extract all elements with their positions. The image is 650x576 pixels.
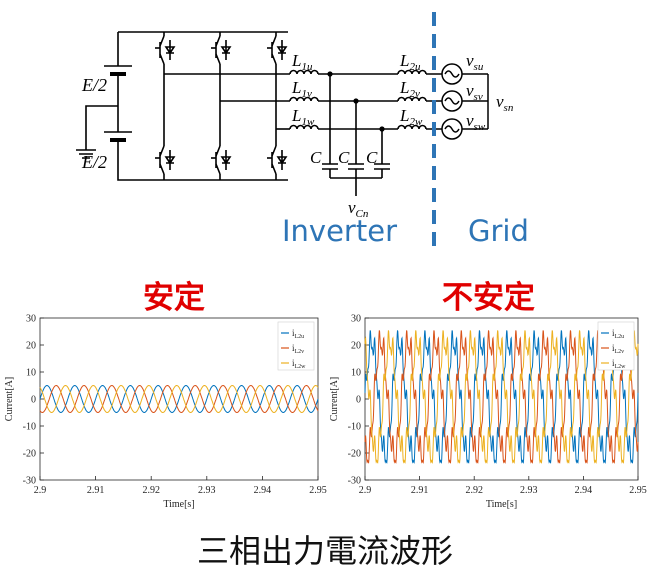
dc-lower-label: E/2: [81, 152, 107, 172]
ac-source-icon: [441, 90, 488, 112]
battery-lower-icon: [104, 131, 132, 146]
filter-capacitor-icon: [348, 98, 364, 178]
x-tick-label: 2.93: [520, 485, 538, 496]
legend-label: iL2w: [292, 358, 306, 370]
upper-igbt-icon: [155, 35, 176, 65]
y-tick-label: -10: [23, 422, 36, 433]
stable-current-chart: 2.9 2.91 2.92 2.93 2.94 2.95 -30 -20 -10 0 10 20 30T…: [4, 314, 327, 511]
chart-legend: iL2u iL2v iL2w: [277, 321, 315, 371]
source-label-sw: vsw: [466, 111, 486, 133]
inductor-label-2w: L2w: [399, 106, 423, 128]
capacitor-label-3: C: [366, 148, 378, 167]
legend-label: iL2v: [292, 343, 304, 355]
y-tick-label: 20: [351, 341, 361, 352]
y-axis-label: Current[A]: [329, 377, 340, 421]
y-axis-label: Current[A]: [4, 377, 15, 421]
legend-label: iL2v: [612, 343, 624, 355]
capacitor-label-2: C: [338, 148, 350, 167]
x-tick-label: 2.95: [629, 485, 647, 496]
circuit-diagram: E/2 E/2 L1u L1v L1w L2u L2v L2w C C C vC…: [76, 12, 514, 250]
series-line-iL2v: [364, 330, 639, 464]
y-tick-label: 30: [351, 314, 361, 325]
x-tick-label: 2.93: [198, 485, 216, 496]
series-line-iL2w: [364, 330, 639, 464]
y-tick-label: -30: [348, 476, 361, 487]
y-tick-label: 30: [26, 314, 36, 325]
y-tick-label: -20: [23, 449, 36, 460]
legend-label: iL2u: [292, 328, 304, 340]
inductor-label-1w: L1w: [291, 106, 315, 128]
x-tick-label: 2.94: [254, 485, 272, 496]
y-tick-label: 0: [356, 395, 361, 406]
series-line-iL2w: [39, 385, 319, 413]
legend-label: iL2u: [612, 328, 624, 340]
capacitor-neutral-wire: [330, 177, 382, 196]
inverter-inductor-icon: [289, 96, 319, 102]
ac-source-icon: [441, 63, 488, 85]
x-tick-label: 2.95: [309, 485, 327, 496]
figure-caption: 三相出力電流波形: [196, 532, 453, 570]
x-tick-label: 2.9: [34, 485, 47, 496]
grid-region-label: Grid: [468, 214, 529, 248]
x-tick-label: 2.92: [465, 485, 483, 496]
chart-legend: iL2u iL2v iL2w: [597, 321, 635, 371]
grid-inductor-icon: [397, 124, 427, 130]
y-tick-label: -30: [23, 476, 36, 487]
inverter-inductor-icon: [289, 124, 319, 130]
x-axis-label: Time[s]: [486, 499, 517, 510]
unstable-heading: 不安定: [442, 280, 535, 316]
unstable-current-chart: 2.9 2.91 2.92 2.93 2.94 2.95 -30 -20 -10 0 10 20 30T…: [329, 314, 647, 511]
dc-upper-label: E/2: [81, 75, 107, 95]
inductor-label-1v: L1v: [291, 78, 312, 100]
y-tick-label: -20: [348, 449, 361, 460]
x-tick-label: 2.92: [142, 485, 160, 496]
x-tick-label: 2.91: [411, 485, 429, 496]
x-tick-label: 2.94: [575, 485, 593, 496]
upper-igbt-icon: [267, 35, 288, 65]
legend-label: iL2w: [612, 358, 626, 370]
source-label-su: vsu: [466, 51, 484, 73]
cap-neutral-label: vCn: [348, 198, 369, 220]
inverter-inductor-icon: [289, 69, 319, 75]
series-line-iL2u: [364, 330, 639, 464]
y-tick-label: 10: [26, 368, 36, 379]
lower-igbt-icon: [211, 145, 232, 175]
y-tick-label: 10: [351, 368, 361, 379]
lower-igbt-icon: [155, 145, 176, 175]
y-tick-label: 20: [26, 341, 36, 352]
x-tick-label: 2.9: [359, 485, 372, 496]
dc-negative-rail: [117, 146, 288, 181]
filter-capacitor-icon: [322, 71, 338, 178]
battery-upper-icon: [104, 65, 132, 80]
ground-wire: [85, 105, 118, 150]
series-line-iL2u: [39, 385, 319, 413]
inductor-label-2u: L2u: [399, 51, 421, 73]
capacitor-label-1: C: [310, 148, 322, 167]
inductor-label-1u: L1u: [291, 51, 313, 73]
source-label-sv: vsv: [466, 81, 483, 103]
x-axis-label: Time[s]: [163, 499, 194, 510]
series-line-iL2v: [39, 385, 319, 413]
x-tick-label: 2.91: [87, 485, 105, 496]
neutral-label: vsn: [496, 92, 514, 114]
grid-inductor-icon: [397, 96, 427, 102]
grid-inductor-icon: [397, 69, 427, 75]
y-tick-label: 0: [31, 395, 36, 406]
stable-heading: 安定: [143, 280, 205, 316]
inverter-region-label: Inverter: [282, 214, 397, 248]
inductor-label-2v: L2v: [399, 78, 420, 100]
ground-icon: [76, 149, 96, 159]
filter-capacitor-icon: [374, 126, 390, 178]
lower-igbt-icon: [267, 145, 288, 175]
y-tick-label: -10: [348, 422, 361, 433]
ac-source-icon: [441, 118, 488, 140]
upper-igbt-icon: [211, 35, 232, 65]
